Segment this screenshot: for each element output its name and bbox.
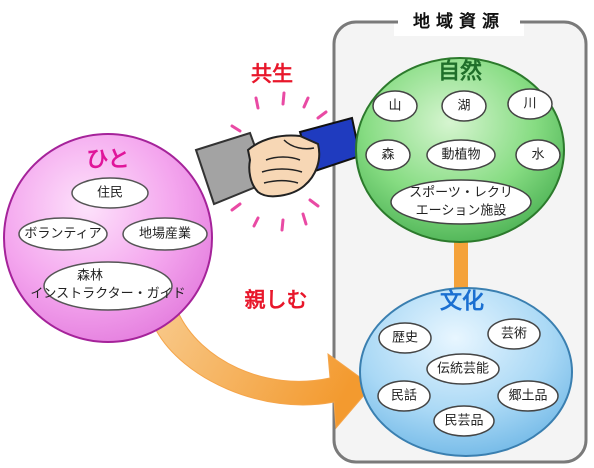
pill-minwa-text: 民話 [391,388,417,404]
shitashimu-label: 親しむ [245,288,308,312]
pill-kawa: 川 [507,88,553,120]
pill-minwa: 民話 [377,380,431,412]
pill-jumin-text: 住民 [97,186,123,201]
pill-doshokubutsu: 動植物 [426,139,496,171]
bunka-circle: 文化 歴史 芸術 伝統芸能 民話 郷土品 民芸品 [359,287,573,457]
pill-kawa-text: 川 [523,97,536,112]
pill-mizuumi-text: 湖 [457,99,470,114]
pill-volunteer: ボランティア [18,217,108,251]
pill-yama: 山 [372,90,418,122]
pill-sports-line1: スポーツ・レクリ [409,186,513,201]
pill-mingeihin-text: 民芸品 [444,413,483,429]
pill-yama-text: 山 [388,99,401,114]
pill-jumin: 住民 [71,177,149,209]
kyosei-label: 共生 [251,62,293,86]
pill-sports-facility: スポーツ・レクリ エーション施設 [390,179,532,225]
pill-mori-text: 森 [381,148,394,163]
pill-sports-line2: エーション施設 [416,203,507,219]
bunka-title: 文化 [440,289,484,315]
pill-mingeihin: 民芸品 [433,405,495,437]
hito-circle: ひと 住民 ボランティア 地場産業 森林 インストラクター・ガイド [3,133,213,343]
hito-title: ひと [86,148,129,173]
pill-mizu: 水 [515,139,561,171]
pill-jiba-sangyo: 地場産業 [122,217,208,251]
pill-dento-geino-text: 伝統芸能 [437,361,489,377]
pill-mori: 森 [365,139,411,171]
nature-culture-connector [454,232,468,292]
pill-mizuumi: 湖 [441,90,487,122]
pill-rekishi: 歴史 [378,322,432,354]
pill-forest-guide-line2: インストラクター・ガイド [30,287,185,302]
pill-dento-geino: 伝統芸能 [426,353,500,385]
shizen-title: 自然 [438,59,482,85]
pill-geijutsu: 芸術 [487,318,541,350]
shizen-circle: 自然 山 湖 川 森 動植物 水 スポーツ・レクリ エーション施設 [355,57,565,243]
pill-doshokubutsu-text: 動植物 [441,148,480,163]
region-title: 地域資源 [413,11,505,32]
handshake-icon [194,91,362,232]
pill-kyodohin-text: 郷土品 [508,389,547,404]
pill-forest-guide-line1: 森林 [77,269,103,284]
shitashimu-arrow [155,311,373,430]
pill-geijutsu-text: 芸術 [501,326,527,342]
pill-volunteer-text: ボランティア [24,227,101,242]
pill-kyodohin: 郷土品 [497,380,559,412]
pill-rekishi-text: 歴史 [392,331,418,346]
pill-jiba-sangyo-text: 地場産業 [139,226,191,242]
pill-mizu-text: 水 [531,148,544,163]
pill-forest-guide: 森林 インストラクター・ガイド [30,261,186,311]
